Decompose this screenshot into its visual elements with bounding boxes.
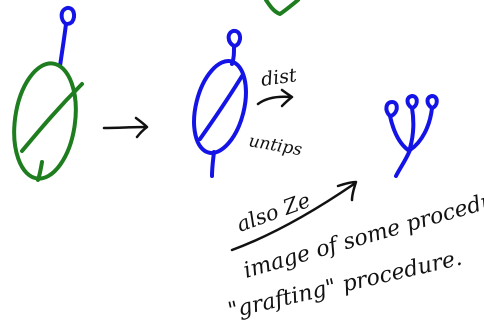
blue-oval-vertex — [192, 59, 248, 155]
green-tree-left — [12, 5, 84, 182]
blue-slash — [198, 74, 244, 141]
blue-tree-middle — [192, 28, 248, 178]
blue-top-stem — [58, 22, 68, 68]
blue-mid-loop — [226, 28, 243, 48]
green-slash — [20, 82, 84, 153]
blue-right-branch-right — [408, 106, 434, 152]
green-fragment-top — [264, 0, 300, 16]
arrow-right-1 — [102, 116, 149, 139]
label-dist: dist — [260, 64, 299, 91]
label-untips: untips — [247, 131, 304, 160]
blue-right-branch-left — [388, 114, 410, 152]
label-also-ze: also Ze — [234, 188, 314, 237]
blue-right-stem — [394, 148, 412, 178]
blue-right-loop-right — [425, 94, 439, 110]
green-bottom-tail — [36, 160, 44, 182]
blue-top-loop — [59, 5, 77, 26]
arrow-up-right — [230, 180, 358, 252]
blue-bottom-tail — [210, 150, 216, 178]
blue-right-loop-middle — [405, 94, 419, 110]
arrow-right-2 — [256, 88, 294, 108]
blue-right-branch-middle — [408, 106, 416, 150]
blue-right-loop-left — [384, 100, 399, 118]
blue-tree-right — [384, 94, 439, 178]
